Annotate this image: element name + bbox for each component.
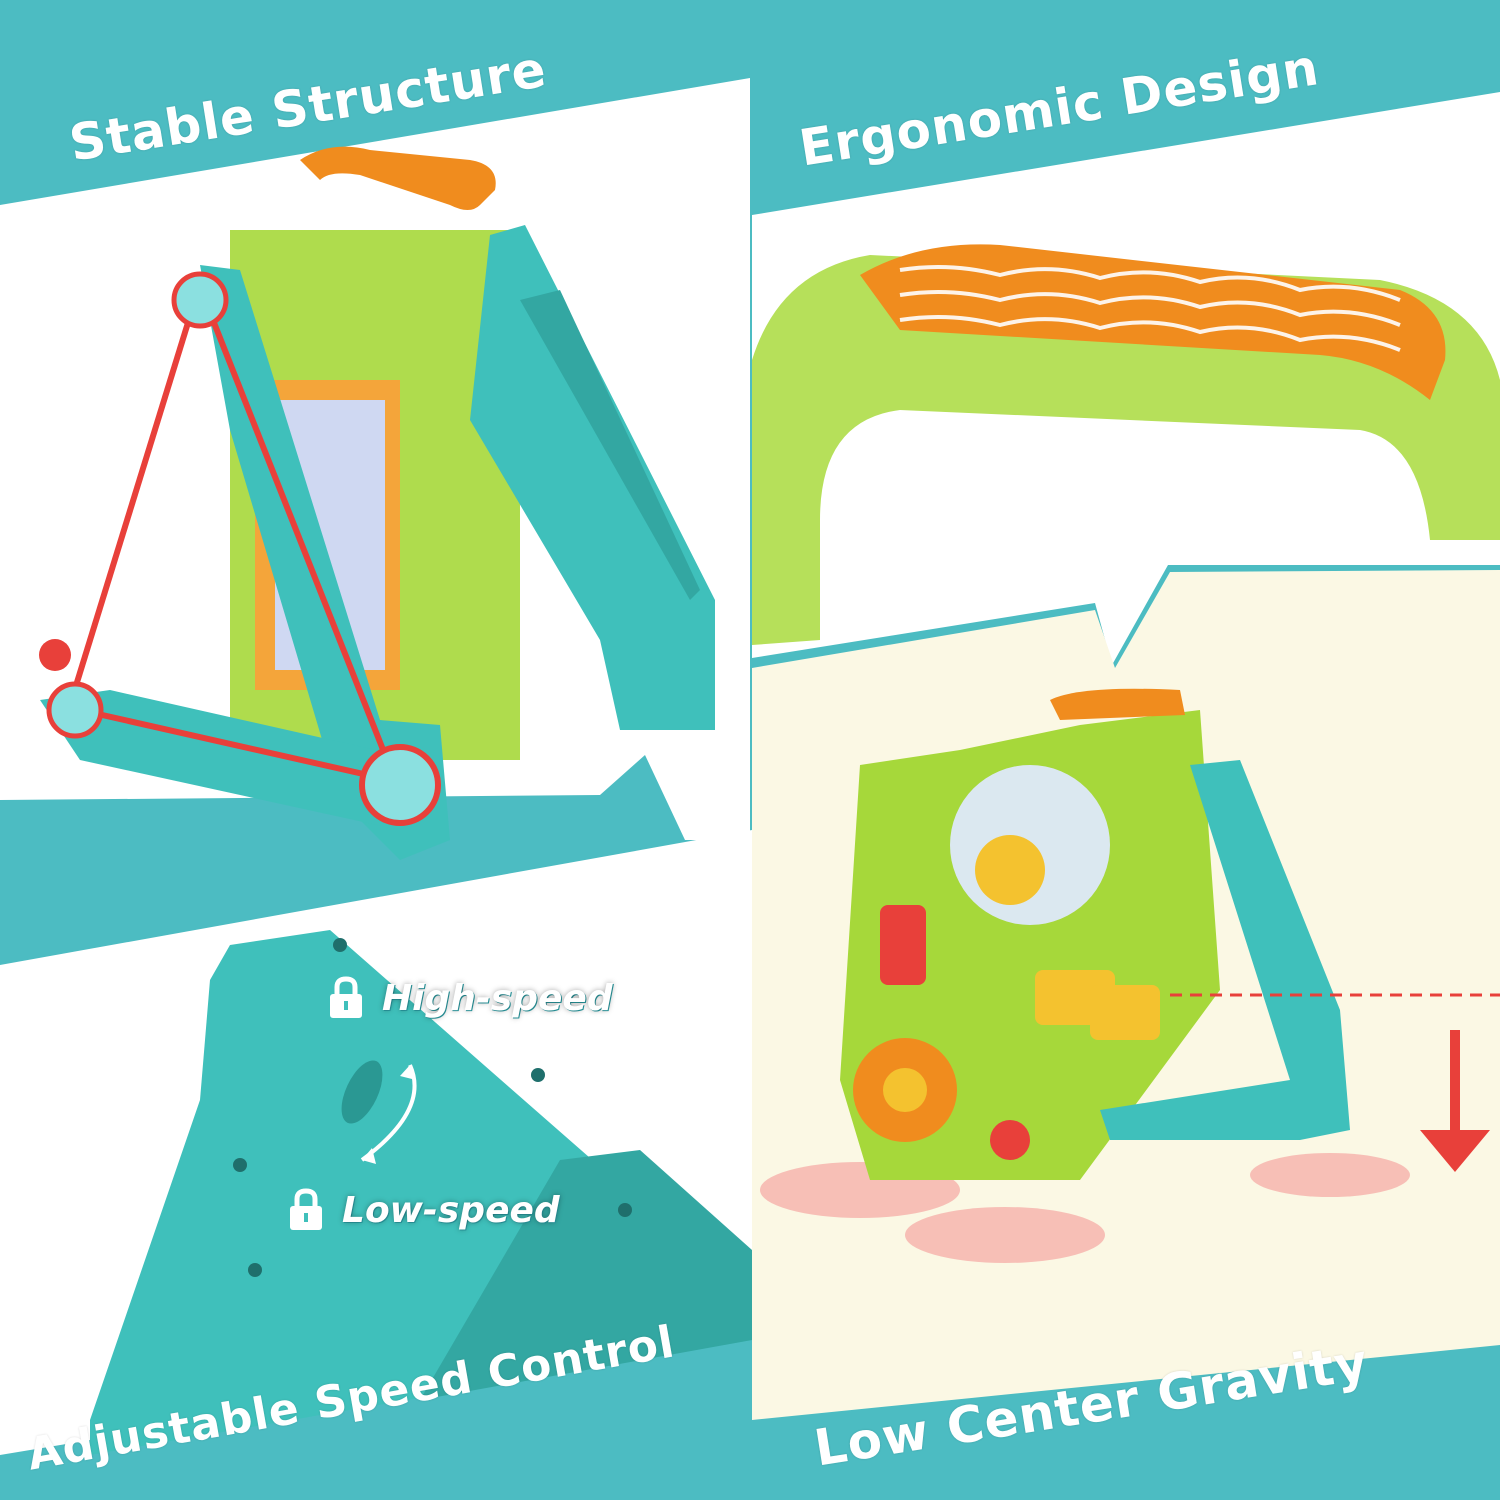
down-arrow-icon [1420, 1030, 1490, 1172]
walker-gravity-photo [760, 688, 1500, 1263]
folded-walker-photo [39, 146, 715, 860]
lock-icon [290, 1188, 322, 1230]
high-speed-label: High-speed [328, 976, 613, 1020]
high-speed-text: High-speed [382, 977, 613, 1019]
low-speed-text: Low-speed [342, 1189, 560, 1231]
speed-control-photo [90, 930, 752, 1455]
handle-closeup-photo [752, 244, 1500, 645]
low-speed-label: Low-speed [288, 1188, 560, 1232]
lock-icon [330, 976, 362, 1018]
